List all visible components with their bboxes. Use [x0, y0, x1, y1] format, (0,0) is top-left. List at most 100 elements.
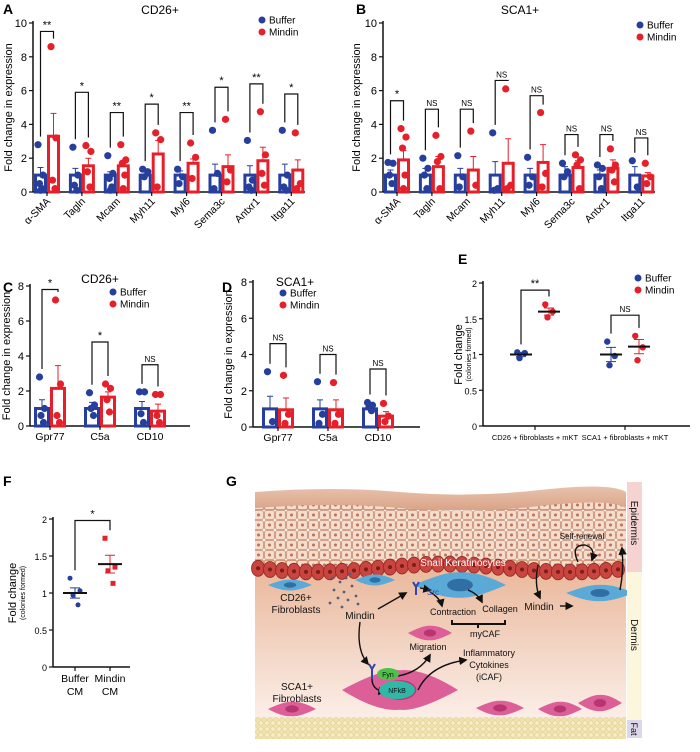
x-tick-label: CD26 + fibroblasts + mKT [492, 433, 579, 442]
error-bar [457, 167, 464, 176]
data-point [104, 152, 112, 160]
label-collagen: Collagen [482, 604, 518, 614]
layer-label-fat: Fat [629, 722, 639, 736]
data-point [53, 411, 61, 420]
keratinocyte-nucleus [400, 563, 404, 568]
data-point [437, 152, 445, 161]
x-tick-label: Buffer [61, 673, 89, 685]
x-tick-label: Mcam [94, 195, 123, 224]
label-inflammatory: Inflammatory [463, 648, 516, 658]
error-bar [631, 166, 638, 176]
significance-label: * [395, 89, 400, 101]
x-tick-label: Gpr77 [263, 432, 292, 444]
y-tick-label: 6 [18, 316, 24, 328]
sca1-fibroblast-nucleus [593, 698, 607, 708]
mindin-particles [328, 572, 360, 609]
label-snail-keratinocytes: Snail Keratinocytes [420, 558, 506, 569]
data-point [109, 169, 117, 178]
data-point [56, 380, 65, 388]
y-tick-label: 0 [21, 187, 27, 199]
keratinocyte-nucleus [604, 568, 608, 573]
data-point [135, 388, 144, 396]
data-point [87, 147, 95, 156]
data-point [87, 404, 95, 413]
fyn-badge [377, 668, 399, 680]
error-bar [540, 144, 547, 163]
data-point [210, 185, 218, 193]
data-point [367, 407, 376, 415]
data-point [188, 174, 196, 183]
y-tick-label: 0 [42, 663, 47, 673]
data-point [67, 575, 73, 581]
data-point [604, 338, 611, 345]
x-tick-label: Mcam [444, 195, 473, 224]
data-point [278, 126, 286, 134]
data-point [385, 171, 394, 179]
data-point [223, 178, 231, 186]
x-tick-label: Tagln [62, 196, 88, 222]
x-tick-label: C5a [90, 431, 109, 443]
significance-label: ** [531, 278, 540, 290]
y-axis-label: Fold change [7, 563, 19, 624]
sca1-fibroblast-nucleus [285, 705, 299, 713]
error-bar [294, 159, 301, 171]
significance-label: * [90, 508, 95, 520]
data-point [208, 126, 217, 134]
data-point [175, 179, 183, 188]
significance-bracket [74, 519, 111, 571]
data-point [595, 173, 603, 181]
keratinocyte-nucleus [316, 569, 320, 574]
error-bar [333, 399, 339, 410]
x-tick-label: Antxr1 [583, 196, 613, 226]
mindin-particle [340, 605, 344, 609]
data-point [179, 173, 187, 181]
data-point [55, 418, 64, 427]
significance-label: ** [182, 101, 191, 113]
data-point [51, 296, 60, 304]
data-point [575, 185, 584, 193]
label-sca1-fibroblasts: SCA1+ [281, 682, 313, 693]
keratinocyte-nucleus [436, 562, 440, 567]
legend-marker-buffer [634, 274, 642, 282]
data-point [529, 173, 537, 181]
mycaf-bracket [451, 620, 506, 628]
error-bar [139, 401, 145, 409]
mindin-particle [354, 594, 358, 598]
data-point [140, 388, 149, 396]
significance-label: * [150, 92, 155, 104]
data-point [542, 301, 549, 308]
y-tick-label: 4 [371, 119, 377, 131]
data-point [490, 186, 498, 194]
label-cytokines: Cytokines [469, 660, 509, 670]
y-tick-label: 0 [241, 422, 247, 434]
significance-bracket [610, 314, 640, 334]
data-point [103, 396, 111, 404]
data-point [610, 178, 619, 186]
legend-label-mindin: Mindin [269, 28, 298, 39]
layer-label-dermis: Dermis [628, 619, 639, 651]
error-bar [317, 399, 323, 409]
mindin-particle [332, 588, 336, 592]
data-point [40, 404, 49, 413]
significance-label: NS [144, 355, 155, 364]
data-point [268, 417, 277, 426]
significance-label: NS [426, 99, 437, 108]
data-point [467, 127, 475, 135]
data-point [598, 164, 607, 172]
y-axis-label: Fold change [453, 324, 465, 385]
data-point [256, 108, 264, 116]
data-point [83, 168, 91, 176]
significance-bracket [144, 103, 159, 162]
data-point [284, 410, 293, 418]
x-tick-label: Myh11 [128, 196, 158, 226]
data-point [573, 161, 581, 169]
data-point [35, 373, 44, 381]
keratinocyte-nucleus [544, 569, 548, 574]
data-point [459, 173, 467, 181]
receptor-icon [412, 581, 420, 595]
keratinocyte-nucleus [484, 564, 488, 569]
snail-keratinocyte-row [251, 555, 625, 581]
data-point [423, 185, 431, 193]
data-point [137, 410, 145, 418]
